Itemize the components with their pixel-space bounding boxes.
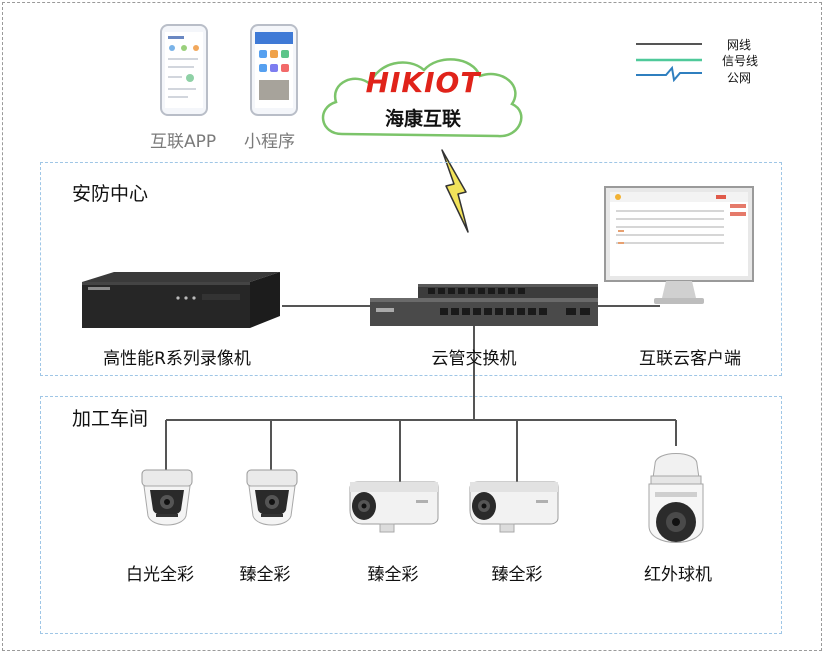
mini-program-phone [250, 24, 298, 116]
app-label: 互联APP [150, 132, 217, 152]
dome-camera-icon [243, 468, 301, 534]
workshop-zone [40, 396, 782, 634]
ptz-camera-icon [641, 444, 711, 556]
nvr-icon [74, 270, 284, 332]
camera-1-label: 白光全彩 [126, 565, 194, 585]
monitor-icon [604, 186, 754, 308]
client-label: 互联云客户端 [639, 349, 741, 369]
camera-5-label: 红外球机 [644, 565, 712, 585]
lightning-icon [438, 148, 472, 234]
legend-label-public-network: 公网 [727, 71, 752, 85]
cloud-icon [312, 46, 530, 148]
security-center-title: 安防中心 [72, 183, 149, 205]
legend-label-ethernet: 网线 [727, 38, 752, 52]
legend-lines [634, 38, 704, 82]
mini-program-label: 小程序 [244, 132, 295, 152]
dome-camera-icon [138, 468, 196, 534]
cloud-name: 海康互联 [384, 108, 461, 130]
bullet-camera-icon [346, 478, 440, 534]
nvr-label: 高性能R系列录像机 [103, 349, 251, 369]
switch-icon [370, 278, 598, 326]
camera-3-label: 臻全彩 [367, 565, 419, 585]
cloud-brand: HIKIOT [365, 66, 481, 99]
security-center-zone [40, 162, 782, 376]
app-phone [160, 24, 208, 116]
legend-label-signal: 信号线 [722, 54, 759, 68]
workshop-title: 加工车间 [72, 408, 149, 430]
switch-label: 云管交换机 [431, 349, 517, 369]
camera-2-label: 臻全彩 [239, 565, 291, 585]
bullet-camera-icon [466, 478, 560, 534]
camera-4-label: 臻全彩 [491, 565, 543, 585]
